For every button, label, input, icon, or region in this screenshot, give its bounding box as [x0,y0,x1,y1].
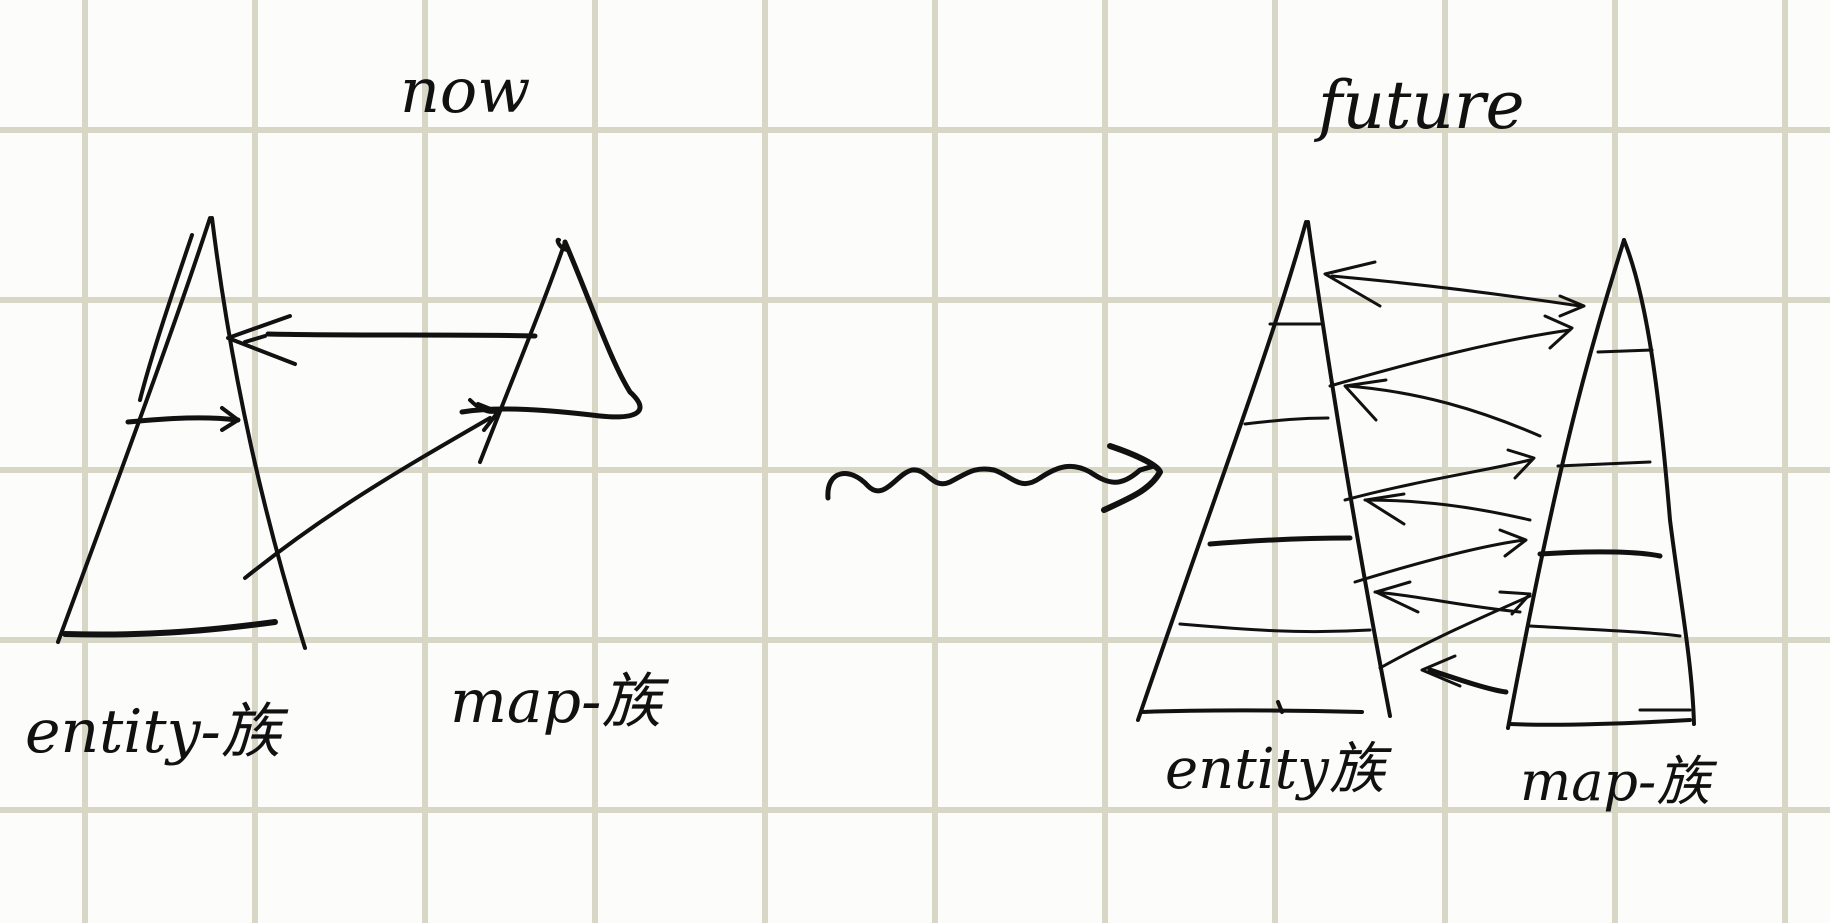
now-map-pyramid [459,237,643,464]
future-map-label: map-族 [1520,750,1717,813]
future-arrows [1323,260,1586,695]
future-title: future [1313,67,1525,144]
now-arrows [226,314,538,580]
squiggly-arrow-icon [825,443,1163,513]
now-map-label: map-族 [450,667,669,737]
now-entity-label: entity-族 [25,697,289,767]
future-entity-pyramid [1136,220,1392,722]
future-entity-label: entity族 [1165,737,1393,802]
now-title: now [400,54,530,127]
now-entity-pyramid [56,216,307,650]
future-map-pyramid [1506,238,1696,730]
